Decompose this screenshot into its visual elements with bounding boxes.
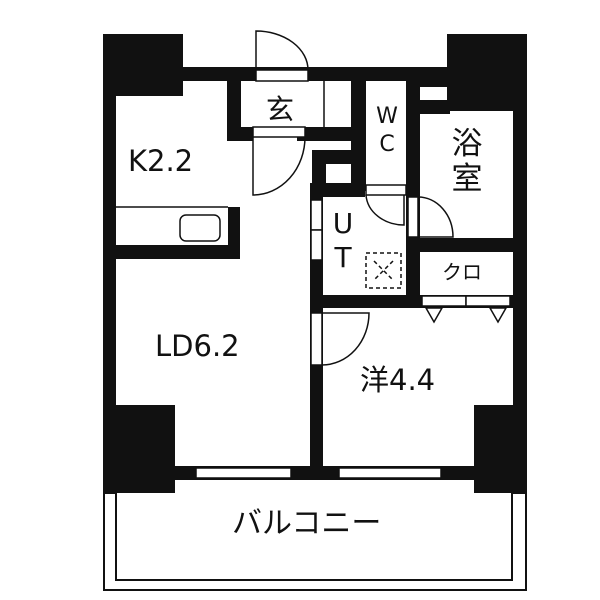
utility-letter-u: U xyxy=(332,207,354,240)
room-label-bathroom: 浴 室 xyxy=(450,129,484,195)
utility-openings xyxy=(310,199,323,261)
bath-door xyxy=(407,196,454,238)
windows xyxy=(195,467,442,479)
room-label-closet: クロ xyxy=(442,260,482,284)
western-room-door xyxy=(310,312,370,366)
room-label-living-dining: LD6.2 xyxy=(155,329,240,363)
washer-pan xyxy=(365,252,402,289)
room-label-western: 洋4.4 xyxy=(360,363,436,397)
room-label-kitchen: K2.2 xyxy=(128,144,194,178)
bath-char-1: 浴 xyxy=(451,126,483,162)
room-label-utility: U T xyxy=(328,210,358,272)
toilet-letter-w: W xyxy=(376,104,398,129)
closet-doors xyxy=(421,295,511,324)
entrance-area xyxy=(241,30,351,196)
room-label-balcony: バルコニー xyxy=(232,506,382,541)
kitchen-counter xyxy=(116,206,228,242)
wc-door xyxy=(365,184,407,226)
utility-letter-t: T xyxy=(334,241,352,274)
toilet-letter-c: C xyxy=(379,132,395,157)
kitchen-sink xyxy=(179,214,221,242)
room-label-toilet: W C xyxy=(372,106,402,156)
room-label-entrance: 玄 xyxy=(266,93,295,126)
bath-char-2: 室 xyxy=(451,161,483,197)
